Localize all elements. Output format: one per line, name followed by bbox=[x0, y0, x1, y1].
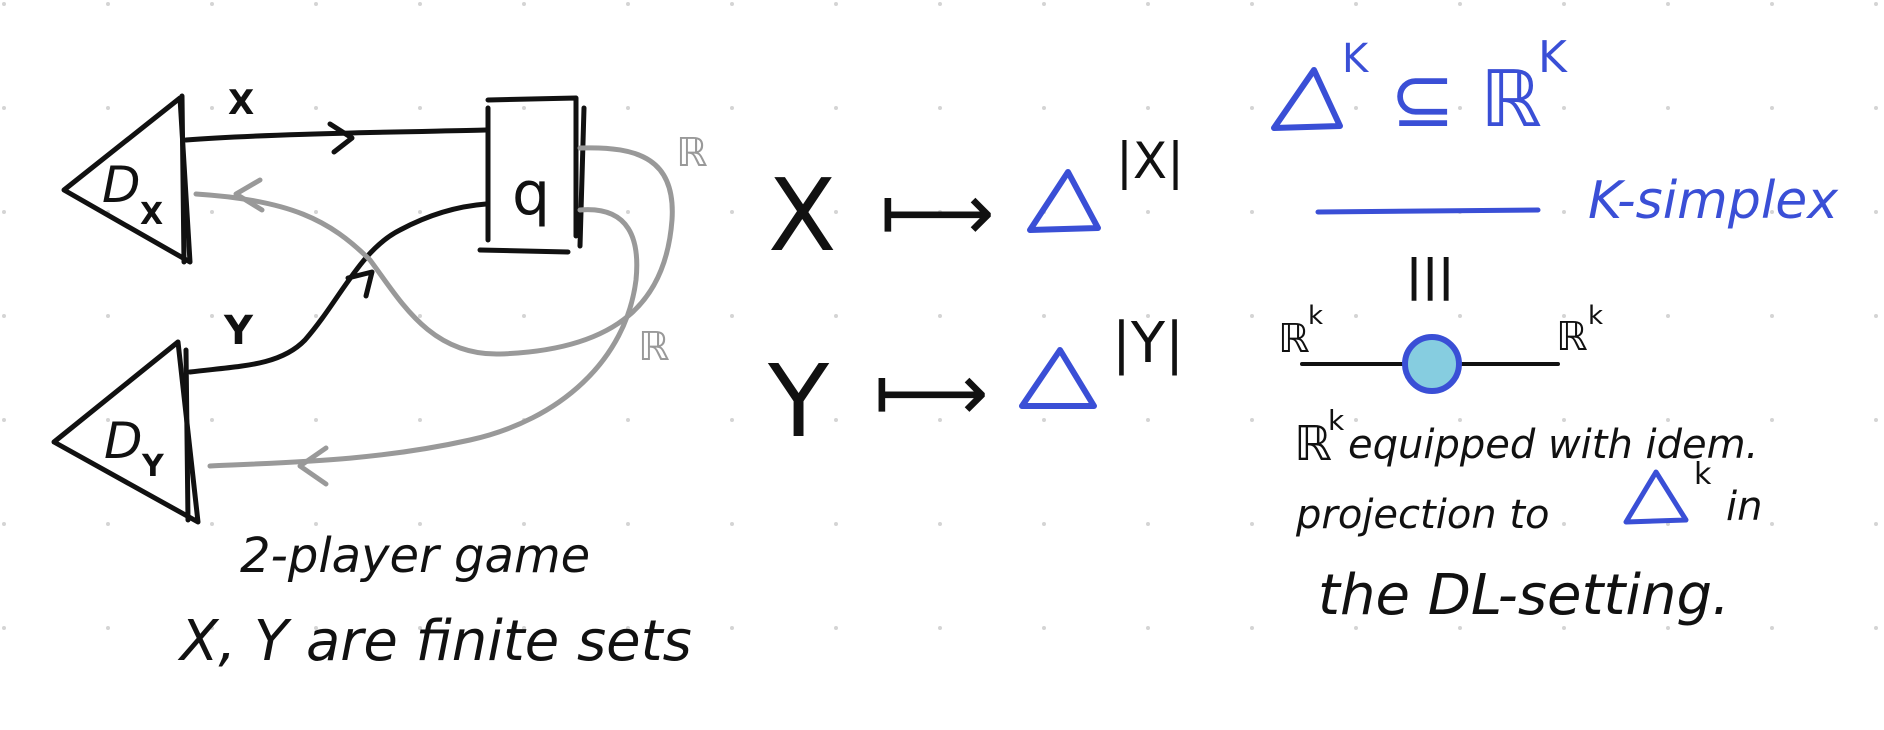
mapping-row2-exponent: |Y| bbox=[1112, 311, 1184, 376]
simplex-wire bbox=[1315, 207, 1541, 215]
player-y-label: D bbox=[104, 412, 143, 470]
arrowhead-x bbox=[327, 121, 355, 155]
real-label-bottom: ℝ bbox=[638, 324, 670, 370]
caption-line-1: 2-player game bbox=[240, 528, 590, 584]
simplex-exponent: K bbox=[1342, 36, 1370, 82]
player-x-port-line bbox=[179, 93, 187, 265]
wire-reward-to-y bbox=[207, 207, 640, 469]
left-wire-exponent: k bbox=[1308, 301, 1323, 331]
player-x-label: D bbox=[102, 156, 141, 214]
box-q-outline bbox=[477, 95, 587, 255]
note-line-2-in: in bbox=[1726, 484, 1762, 530]
edge-y-label: Y bbox=[223, 308, 254, 354]
caption-line-2: X, Y are finite sets bbox=[177, 609, 692, 674]
game-labels: D X D Y q X Y ℝ ℝ 2-player game X, Y are… bbox=[102, 83, 708, 674]
note-line-1-real: ℝ bbox=[1294, 416, 1332, 472]
arrowhead-reward-y bbox=[297, 445, 329, 487]
simplex-relation: ⊆ ℝ bbox=[1390, 55, 1542, 145]
simplex-relation-exponent: K bbox=[1538, 32, 1568, 83]
edge-x-label: X bbox=[228, 83, 254, 123]
mapping-row2-arrow: ⟼ bbox=[874, 346, 989, 439]
box-q-label: q bbox=[512, 159, 550, 229]
note-line-2-exponent: k bbox=[1694, 457, 1712, 492]
player-y-subscript: Y bbox=[141, 449, 165, 484]
note-line-3-text: the DL-setting. bbox=[1318, 563, 1730, 628]
wire-y-to-q bbox=[187, 201, 489, 375]
mapping-section: X ⟼ |X| Y ⟼ |Y| bbox=[767, 132, 1184, 460]
simplex-triangle-icon bbox=[1271, 67, 1343, 131]
note-line-1-text: equipped with idem. bbox=[1348, 422, 1758, 468]
right-wire-label: ℝ bbox=[1556, 314, 1588, 360]
player-x-subscript: X bbox=[140, 197, 163, 232]
mapping-row1-exponent: |X| bbox=[1116, 132, 1184, 190]
mapping-row1-set: X bbox=[768, 157, 837, 274]
mapping-row2-set: Y bbox=[767, 343, 830, 460]
note-line-2-text: projection to bbox=[1295, 492, 1550, 538]
right-wire-exponent: k bbox=[1588, 301, 1603, 331]
note-simplex-icon bbox=[1623, 469, 1689, 525]
arrowhead-reward-x bbox=[233, 177, 265, 213]
arrowhead-y bbox=[345, 269, 375, 299]
real-label-top: ℝ bbox=[676, 130, 708, 176]
simplex-section: K ⊆ ℝ K K-simplex ||| ℝ k ℝ k ℝ k equipp… bbox=[1271, 32, 1839, 628]
idempotent-node bbox=[1402, 334, 1462, 394]
wire-reward-to-x bbox=[193, 145, 675, 357]
wire-x-to-q bbox=[183, 127, 489, 143]
note-line-1-exponent: k bbox=[1328, 404, 1345, 437]
player-y-port-line bbox=[183, 347, 191, 523]
left-wire-label: ℝ bbox=[1278, 316, 1310, 362]
mapping-row1-arrow: ⟼ bbox=[880, 166, 995, 259]
mapping-row1-simplex-icon bbox=[1027, 169, 1101, 233]
simplex-name-label: K-simplex bbox=[1588, 171, 1839, 231]
game-diagram bbox=[51, 93, 675, 525]
mapping-row2-simplex-icon bbox=[1019, 347, 1097, 409]
equals-bars: ||| bbox=[1406, 250, 1454, 301]
